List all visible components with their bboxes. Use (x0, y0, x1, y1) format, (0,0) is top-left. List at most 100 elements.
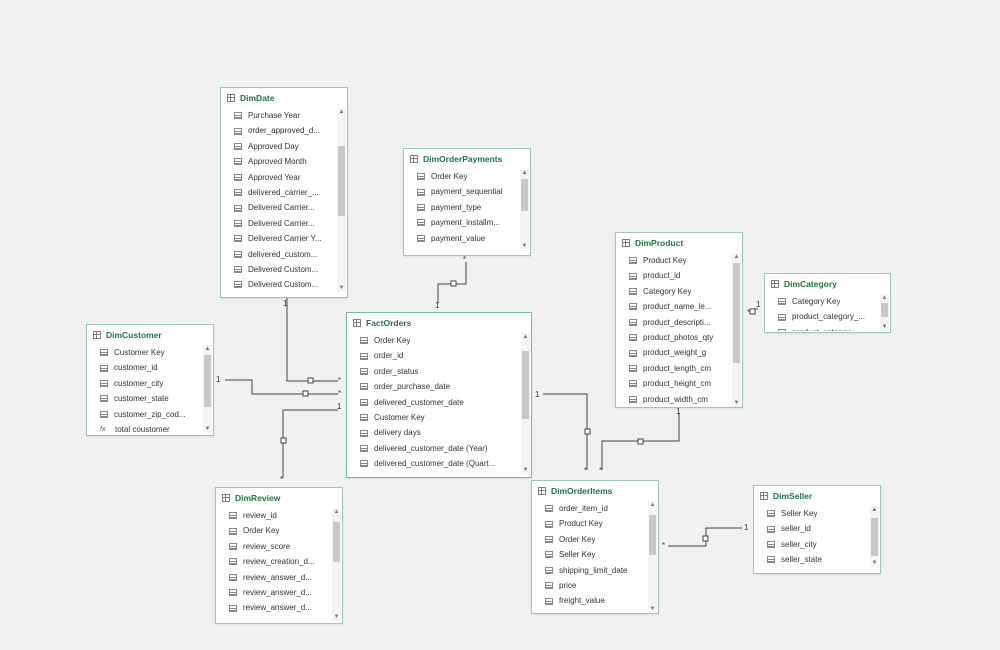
field-row[interactable]: order_purchase_date (347, 379, 519, 394)
scrollbar[interactable]: ▲▼ (648, 501, 657, 613)
field-row[interactable]: product_id (616, 268, 730, 283)
field-row[interactable]: Customer Key (347, 410, 519, 425)
scroll-down-icon[interactable]: ▼ (733, 400, 740, 406)
field-row[interactable]: order_id (347, 348, 519, 363)
field-row[interactable]: Seller Key (754, 506, 868, 521)
scroll-down-icon[interactable]: ▼ (333, 614, 340, 620)
table-header[interactable]: DimCustomer (87, 325, 213, 345)
field-row[interactable]: product_category_... (765, 325, 878, 331)
field-row[interactable]: fxmeasure 1 (404, 246, 518, 250)
scrollbar[interactable]: ▲▼ (203, 345, 212, 433)
field-row[interactable]: seller_id (754, 521, 868, 536)
scroll-up-icon[interactable]: ▲ (733, 254, 740, 260)
scroll-down-icon[interactable]: ▼ (522, 467, 529, 473)
table-header[interactable]: DimCategory (765, 274, 890, 294)
field-row[interactable]: review_answer_d... (216, 570, 330, 585)
field-row[interactable]: Product Key (532, 516, 646, 531)
scroll-up-icon[interactable]: ▲ (881, 295, 888, 301)
field-row[interactable]: product_photos_qty (616, 330, 730, 345)
scrollbar[interactable]: ▲▼ (337, 108, 346, 292)
field-row[interactable]: Category Key (765, 294, 878, 309)
field-row[interactable]: delivered_carrier_... (221, 185, 335, 200)
field-row[interactable]: Order Key (216, 523, 330, 538)
relationship-line-dimdate-factorders[interactable] (286, 297, 338, 382)
scrollbar-thumb[interactable] (521, 179, 528, 211)
field-row[interactable]: delivered_customer_date (Quart... (347, 456, 519, 471)
relationship-line-factorders-dimreview[interactable] (282, 409, 338, 478)
field-row[interactable]: product_length_cm (616, 361, 730, 376)
field-row[interactable]: Product Key (616, 253, 730, 268)
scrollbar-thumb[interactable] (338, 146, 345, 216)
table-header[interactable]: DimDate (221, 88, 347, 108)
field-row[interactable]: review_score (216, 539, 330, 554)
scrollbar-thumb[interactable] (871, 518, 878, 556)
field-row[interactable]: customer_city (87, 376, 201, 391)
field-row[interactable]: Order Key (347, 333, 519, 348)
field-row[interactable]: order_status (347, 364, 519, 379)
field-row[interactable]: product_category_... (765, 309, 878, 324)
scroll-up-icon[interactable]: ▲ (871, 507, 878, 513)
field-row[interactable]: payment_sequential (404, 184, 518, 199)
table-header[interactable]: DimOrderItems (532, 481, 658, 501)
field-row[interactable]: Order Key (532, 532, 646, 547)
field-row[interactable]: payment_type (404, 200, 518, 215)
field-row[interactable]: review_answer_d... (216, 585, 330, 600)
scroll-up-icon[interactable]: ▲ (522, 334, 529, 340)
field-row[interactable]: seller_state (754, 552, 868, 567)
scroll-up-icon[interactable]: ▲ (333, 509, 340, 515)
field-row[interactable]: Delivered Custom... (221, 277, 335, 292)
field-row[interactable]: Approved Year (221, 170, 335, 185)
scrollbar-thumb[interactable] (204, 355, 211, 407)
scroll-up-icon[interactable]: ▲ (521, 170, 528, 176)
field-row[interactable]: product_height_cm (616, 376, 730, 391)
scrollbar-thumb[interactable] (733, 263, 740, 363)
field-row[interactable]: payment_installm... (404, 215, 518, 230)
table-header[interactable]: DimProduct (616, 233, 742, 253)
field-row[interactable]: review_answer_d... (216, 600, 330, 615)
field-row[interactable]: Order Key (404, 169, 518, 184)
scrollbar[interactable]: ▲▼ (332, 508, 341, 621)
scrollbar-thumb[interactable] (649, 515, 656, 555)
field-row[interactable]: Category Key (616, 284, 730, 299)
scrollbar[interactable]: ▲▼ (520, 169, 529, 250)
field-row[interactable]: product_descripti... (616, 315, 730, 330)
field-row[interactable]: delivered_customer_date (347, 395, 519, 410)
field-row[interactable]: review_creation_d... (216, 554, 330, 569)
field-row[interactable]: delivery days (347, 425, 519, 440)
table-header[interactable]: DimOrderPayments (404, 149, 530, 169)
field-row[interactable]: Delivered Custom... (221, 262, 335, 277)
scroll-up-icon[interactable]: ▲ (204, 346, 211, 352)
field-row[interactable]: customer_state (87, 391, 201, 406)
field-row[interactable]: product_weight_g (616, 345, 730, 360)
scrollbar[interactable]: ▲▼ (521, 333, 530, 474)
scroll-down-icon[interactable]: ▼ (881, 324, 888, 330)
field-row[interactable]: Approved Day (221, 139, 335, 154)
field-row[interactable]: customer_zip_cod... (87, 407, 201, 422)
field-row[interactable]: shipping_limit_date (532, 563, 646, 578)
field-row[interactable]: Delivered Carrier... (221, 216, 335, 231)
field-row[interactable]: Delivered Carrier Y... (221, 231, 335, 246)
relationship-line-dimcustomer-factorders[interactable] (225, 379, 338, 395)
scroll-down-icon[interactable]: ▼ (649, 606, 656, 612)
field-row[interactable]: order_item_id (532, 501, 646, 516)
field-row[interactable]: payment_value (404, 231, 518, 246)
scroll-up-icon[interactable]: ▲ (338, 109, 345, 115)
scroll-up-icon[interactable]: ▲ (649, 502, 656, 508)
relationship-line-factorders-dimorderitems[interactable] (543, 393, 588, 470)
scrollbar[interactable]: ▲▼ (870, 506, 879, 567)
field-row[interactable]: Purchase Year (221, 108, 335, 123)
field-row[interactable]: price (532, 578, 646, 593)
field-row[interactable]: Customer Key (87, 345, 201, 360)
field-row[interactable]: Delivered Carrier... (221, 200, 335, 215)
field-row[interactable]: freight_value (532, 593, 646, 608)
field-row[interactable]: Approved Month (221, 154, 335, 169)
scrollbar-thumb[interactable] (522, 351, 529, 419)
